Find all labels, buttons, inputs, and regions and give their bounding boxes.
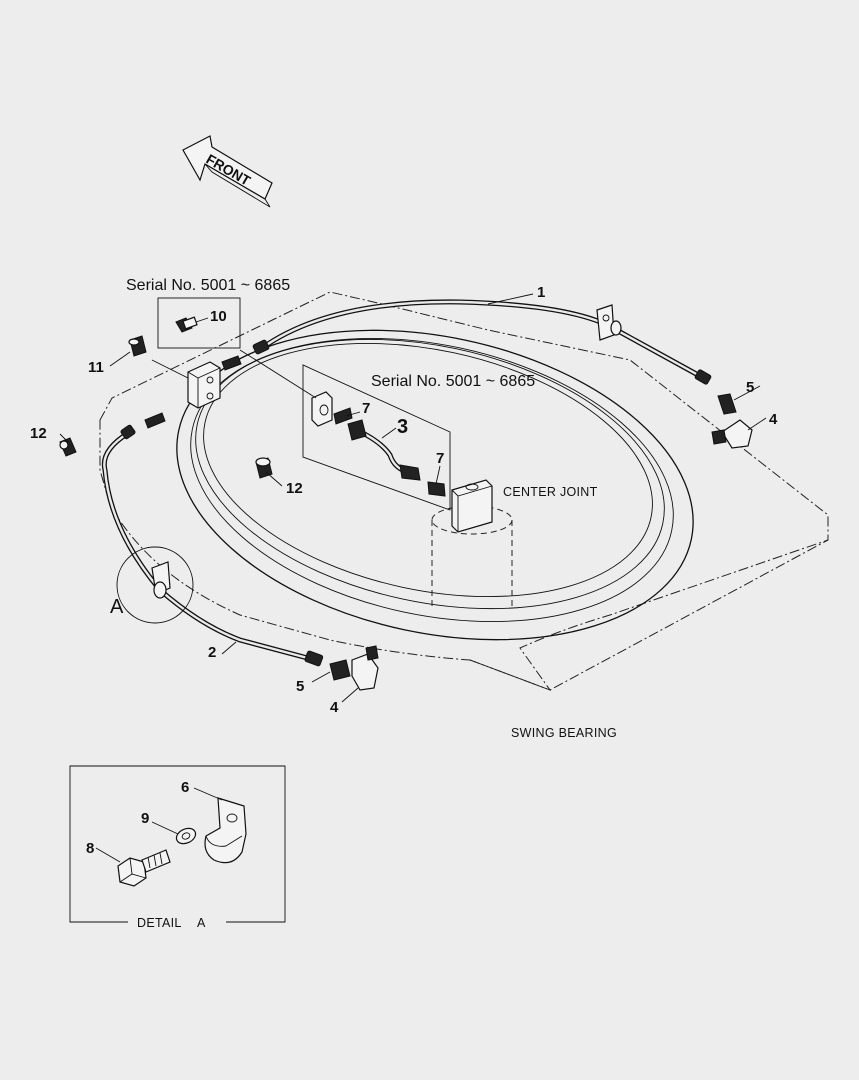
callout-8: 8	[86, 840, 94, 857]
detail-a-marker: A	[110, 546, 194, 624]
callout-7-upper: 7	[362, 400, 370, 417]
callout-2: 2	[208, 644, 216, 661]
callout-5-right: 5	[746, 379, 754, 396]
leader-lines	[59, 293, 767, 703]
serial-note-upper: Serial No. 5001 ~ 6865	[126, 277, 290, 294]
swing-bearing-ring	[176, 329, 694, 641]
callout-4-right: 4	[769, 411, 778, 428]
serial-note-center: Serial No. 5001 ~ 6865	[371, 373, 535, 390]
detail-caption-word: DETAIL	[137, 916, 182, 930]
callout-12-left: 12	[30, 425, 47, 442]
callout-4-bottom: 4	[330, 699, 339, 716]
front-arrow: FRONT	[182, 135, 273, 208]
clamp-6	[204, 797, 247, 864]
center-joint: CENTER JOINT	[431, 479, 598, 610]
detail-caption-letter: A	[197, 916, 206, 930]
hose-clamp-1	[596, 304, 622, 341]
swing-bearing-label: SWING BEARING	[511, 726, 617, 740]
fitting-5-bottom	[329, 659, 351, 681]
callout-6: 6	[181, 779, 189, 796]
serial-box-upper	[157, 297, 241, 349]
callout-3: 3	[397, 416, 408, 438]
hose-1	[252, 299, 712, 385]
washer-9	[175, 827, 197, 845]
callout-12-mid: 12	[286, 480, 303, 497]
elbow-4-right	[711, 419, 753, 449]
callout-5-bottom: 5	[296, 678, 304, 695]
callout-numbers: 1 2 3 4 4 5 5 6 7 7 8 9 10 11 12 12	[30, 284, 778, 857]
fitting-12-mid	[255, 457, 273, 479]
callout-10: 10	[210, 308, 227, 325]
serial-box-center	[302, 364, 451, 511]
bolt-8	[117, 849, 171, 887]
fitting-11	[128, 335, 147, 357]
upper-frame-outline	[99, 291, 829, 692]
callout-1: 1	[537, 284, 545, 301]
callout-9: 9	[141, 810, 149, 827]
fitting-12-left	[59, 437, 77, 457]
detail-a-letter: A	[110, 596, 124, 618]
fitting-5-right	[717, 393, 737, 415]
elbow-4-bottom	[351, 645, 379, 691]
junction-block-left	[144, 355, 242, 429]
hose-2	[101, 424, 324, 667]
callout-11: 11	[88, 359, 104, 376]
detail-a-box: DETAIL A	[69, 765, 286, 930]
center-joint-label: CENTER JOINT	[503, 485, 598, 499]
callout-7-lower: 7	[436, 450, 444, 467]
